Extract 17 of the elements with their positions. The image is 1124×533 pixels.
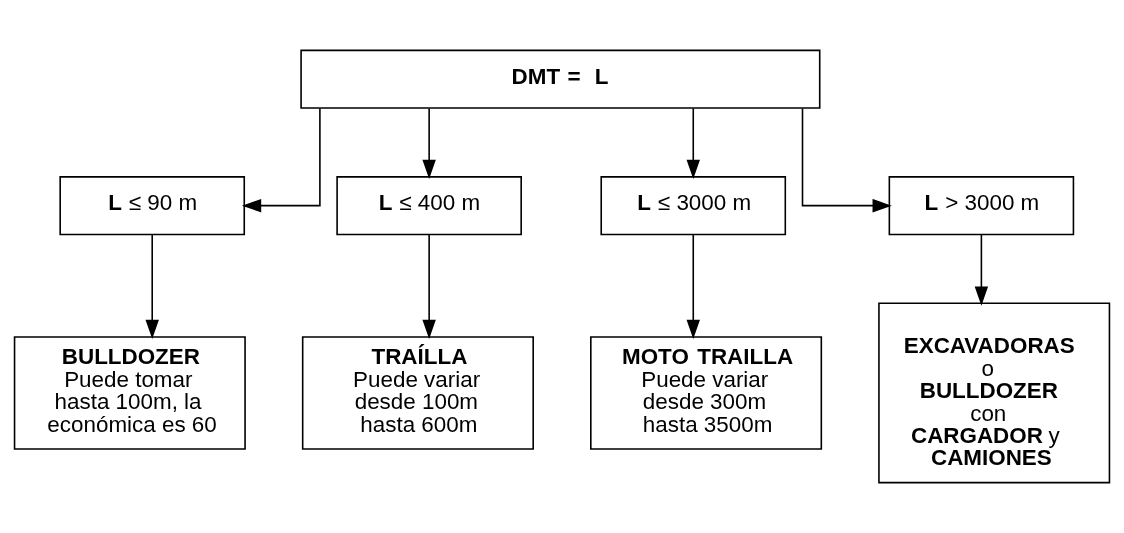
node-box: MOTO TRAILLA Puede variar desde 300m hasta 3500m	[590, 336, 823, 450]
node-box: L > 3000 m	[888, 176, 1075, 236]
node-box: BULLDOZER Puede tomar hasta 100m, la económica es 60	[13, 336, 246, 450]
arrow	[686, 107, 700, 179]
node-box: L ≤ 400 m	[336, 176, 522, 236]
arrow	[801, 107, 892, 213]
arrow	[422, 107, 436, 179]
node-box: EXCAVADORAS o BULLDOZER con CARGADOR y CAMIONES	[878, 302, 1111, 484]
node-box: L ≤ 90 m	[59, 176, 246, 236]
arrow	[145, 233, 159, 339]
node-box: TRAÍLLA Puede variar desde 100m hasta 600m	[301, 336, 534, 450]
arrow	[422, 233, 436, 339]
arrow	[686, 233, 700, 339]
arrow	[974, 233, 989, 306]
arrow	[241, 107, 321, 213]
node-box: DMT = L	[300, 49, 821, 109]
node-box: L ≤ 3000 m	[600, 176, 787, 236]
